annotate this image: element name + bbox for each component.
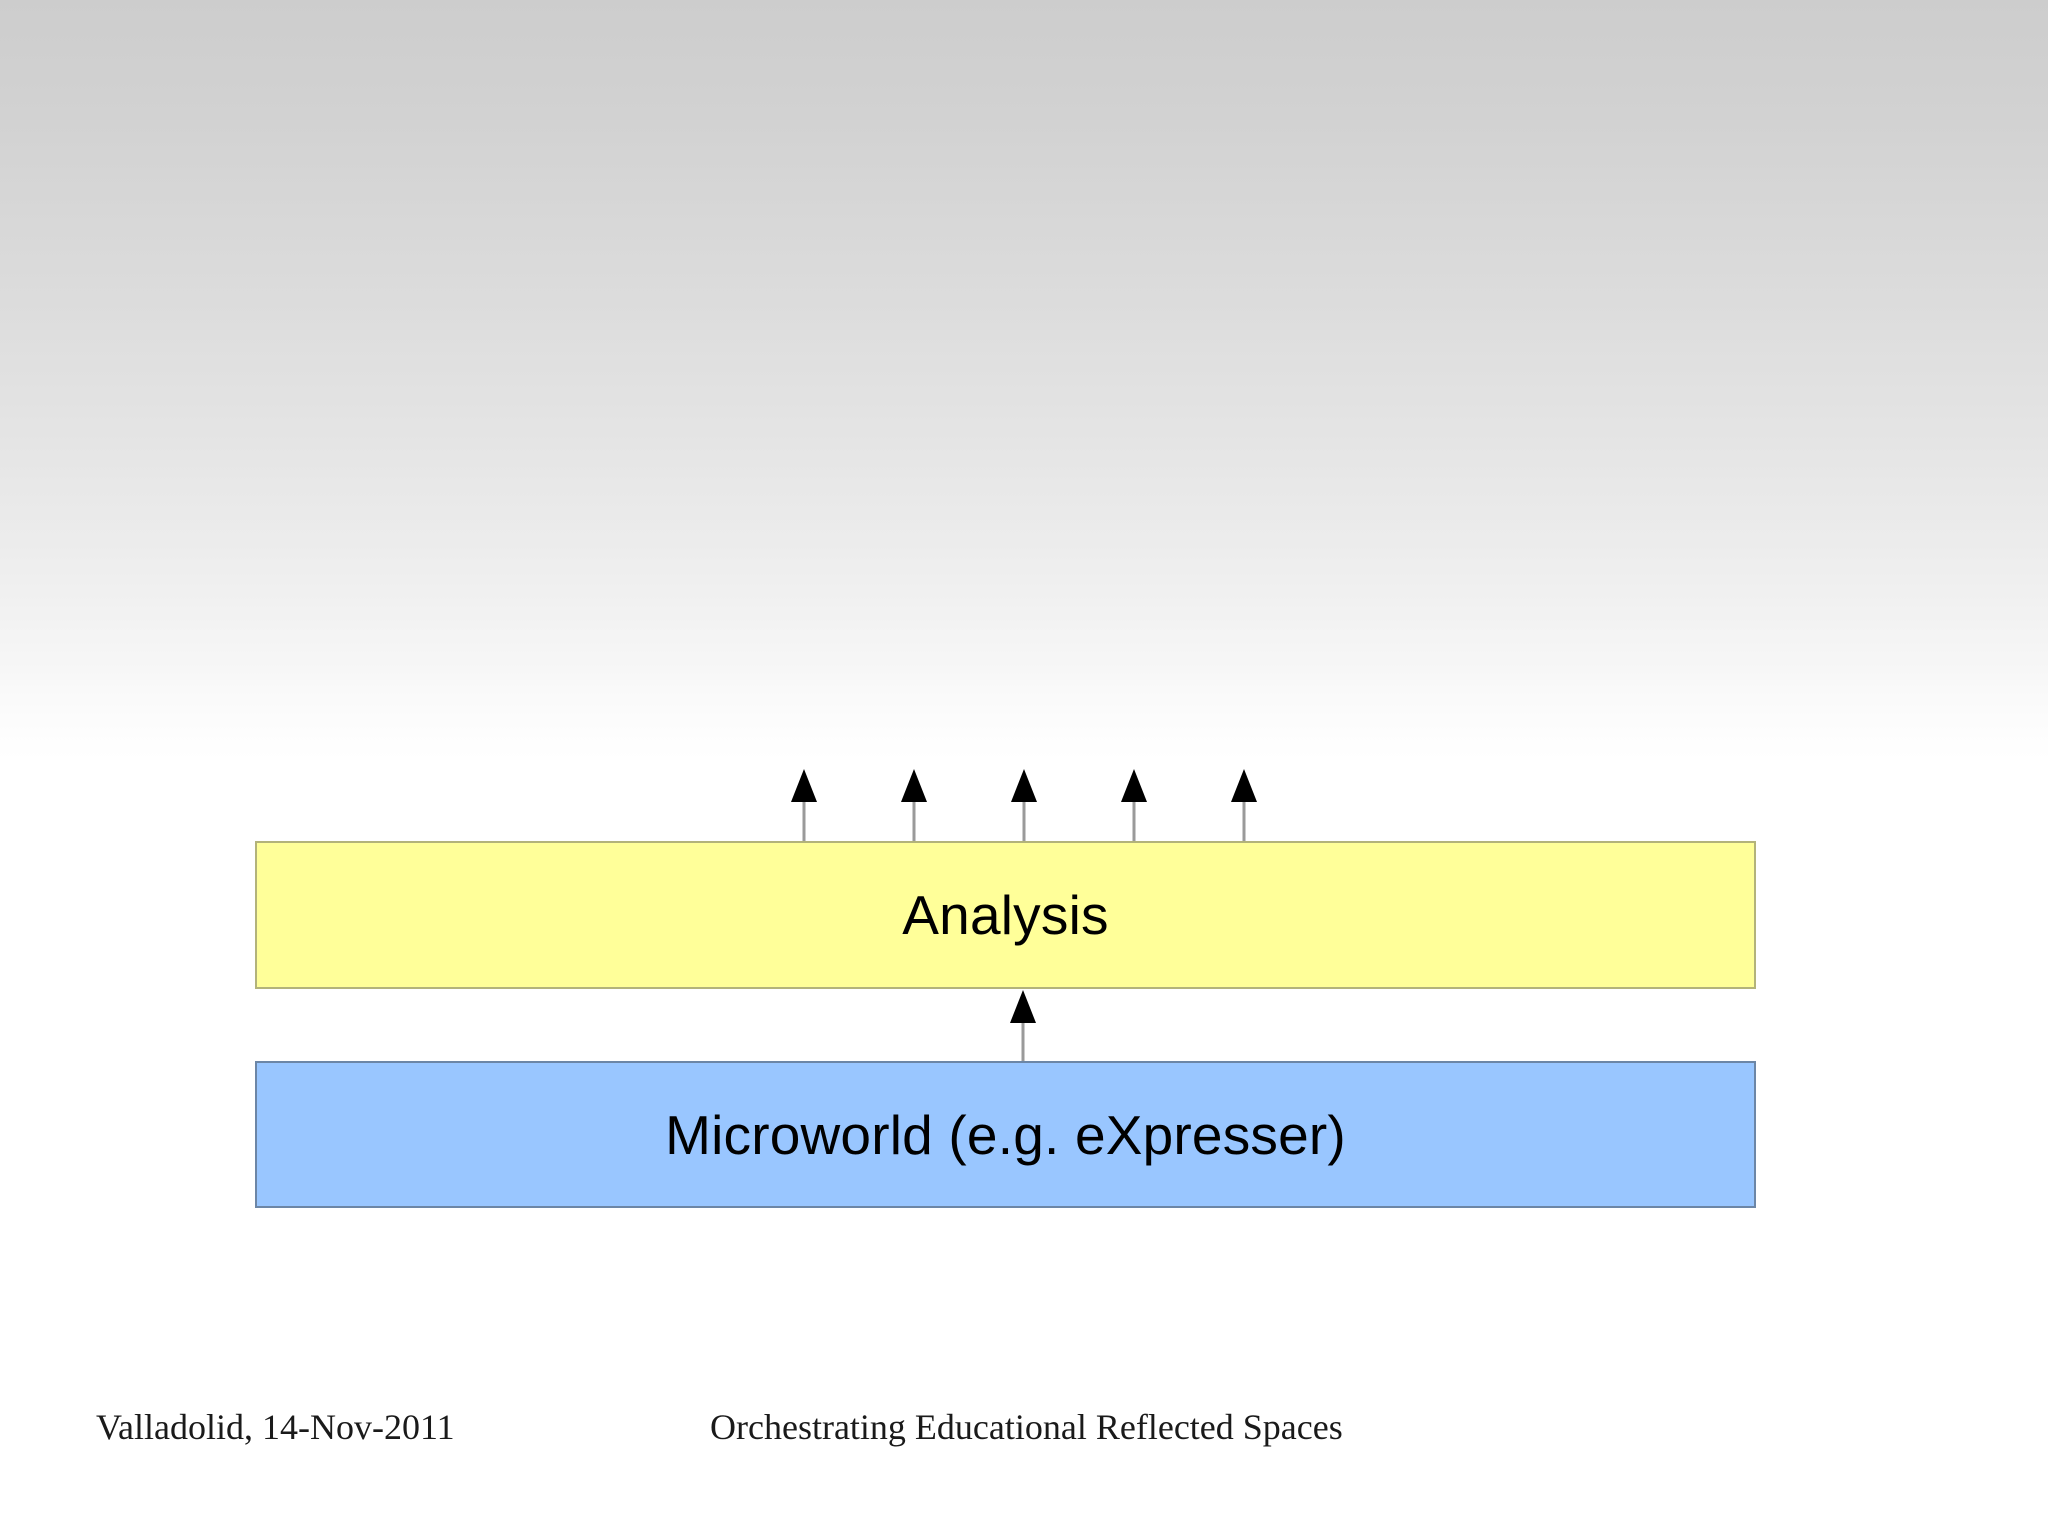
arrow-analysis-output-1 xyxy=(784,768,824,844)
footer-center-text: Orchestrating Educational Reflected Spac… xyxy=(710,1407,1343,1447)
arrow-analysis-output-3 xyxy=(1004,768,1044,844)
arrow-analysis-output-4 xyxy=(1114,768,1154,844)
block-analysis[interactable]: Analysis xyxy=(255,841,1756,989)
block-microworld-label: Microworld (e.g. eXpresser) xyxy=(665,1103,1346,1166)
block-analysis-label: Analysis xyxy=(902,884,1109,946)
arrow-analysis-output-2 xyxy=(894,768,934,844)
block-microworld[interactable]: Microworld (e.g. eXpresser) xyxy=(255,1061,1756,1208)
footer-left-text: Valladolid, 14-Nov-2011 xyxy=(96,1407,455,1447)
arrow-analysis-output-5 xyxy=(1224,768,1264,844)
arrow-microworld-to-analysis xyxy=(1003,989,1043,1062)
